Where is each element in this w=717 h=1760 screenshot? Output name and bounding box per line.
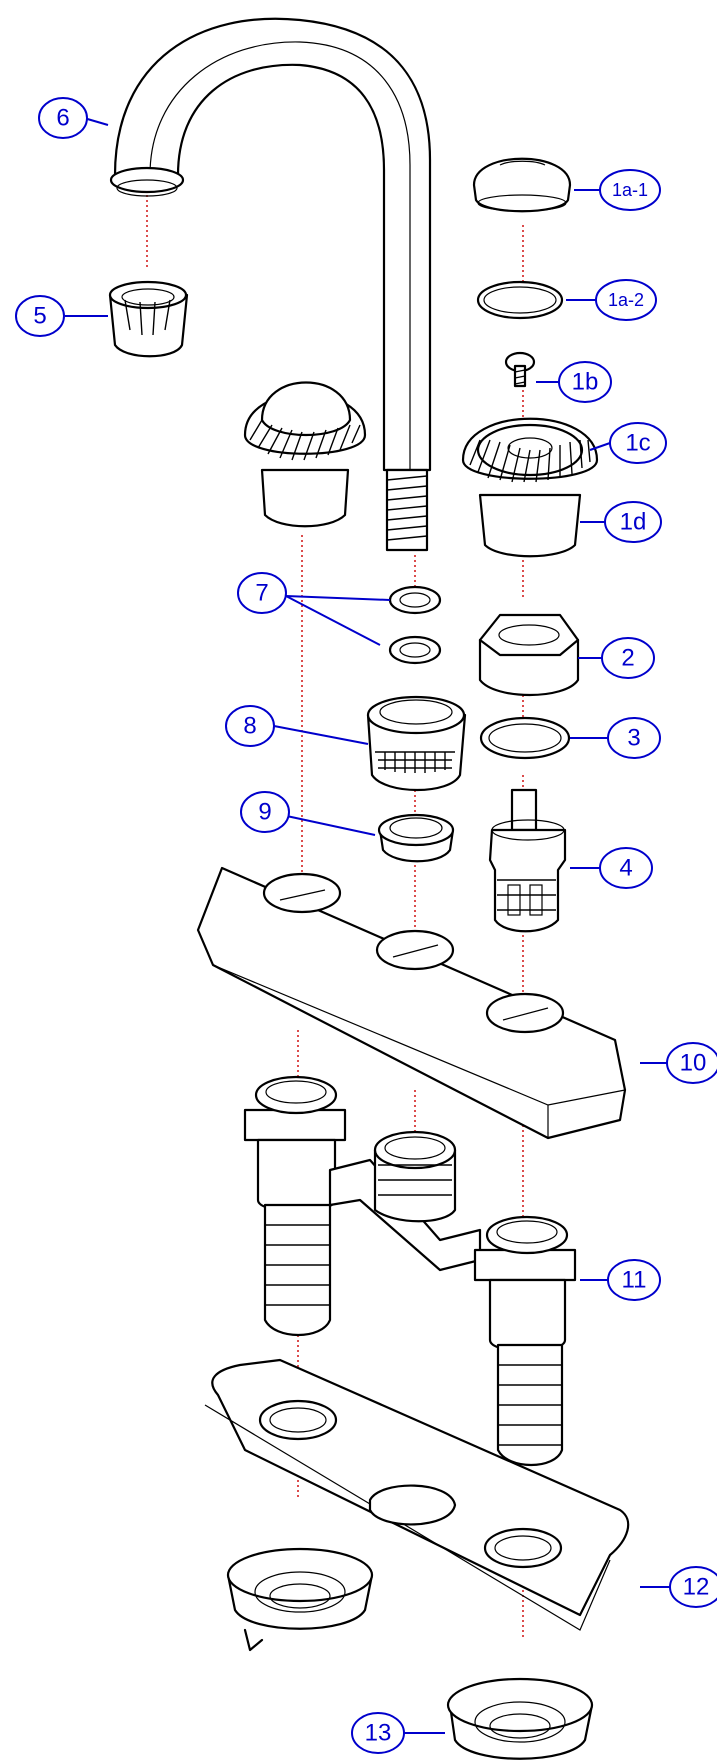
- part-11-valve-body: [243, 1075, 577, 1467]
- callout-7: 7: [237, 572, 287, 614]
- callout-7-label: 7: [255, 580, 268, 607]
- callout-1a-1: 1a-1: [599, 169, 661, 211]
- part-6-spout: [109, 17, 432, 552]
- part-13-mounting-nut-right: [446, 1677, 594, 1760]
- callout-10: 10: [666, 1042, 717, 1084]
- part-12-base-plate: [204, 1358, 630, 1631]
- part-1a-2-oring: [476, 280, 564, 320]
- part-13-mounting-nut-left: [226, 1547, 374, 1652]
- callout-6: 6: [38, 97, 88, 139]
- callout-3-label: 3: [627, 725, 640, 752]
- leader-lines: [65, 117, 672, 1734]
- part-1b-screw: [504, 351, 536, 388]
- left-handle: [243, 381, 367, 528]
- callout-5: 5: [15, 295, 65, 337]
- callout-2-label: 2: [621, 645, 634, 672]
- callout-4-label: 4: [619, 855, 632, 882]
- callout-8: 8: [225, 705, 275, 747]
- callout-1d-label: 1d: [620, 509, 647, 536]
- callout-1a-2: 1a-2: [595, 279, 657, 321]
- callout-6-label: 6: [56, 105, 69, 132]
- spout-threads: [385, 468, 429, 552]
- callout-1b: 1b: [558, 361, 612, 403]
- part-1c-1d-right-handle: [461, 417, 599, 558]
- part-2-bonnet: [478, 613, 580, 696]
- callout-9-label: 9: [258, 799, 271, 826]
- callout-10-label: 10: [680, 1050, 707, 1077]
- callout-8-label: 8: [243, 713, 256, 740]
- callout-1c-label: 1c: [625, 430, 650, 457]
- callout-4: 4: [599, 847, 653, 889]
- callout-11-label: 11: [622, 1267, 647, 1294]
- callout-13: 13: [351, 1712, 405, 1754]
- part-4-cartridge: [488, 788, 567, 933]
- callout-2: 2: [601, 637, 655, 679]
- callout-1d: 1d: [604, 501, 662, 543]
- callout-12: 12: [669, 1566, 717, 1608]
- callout-1a-1-label: 1a-1: [612, 180, 648, 200]
- callout-3: 3: [607, 717, 661, 759]
- callout-1c: 1c: [609, 422, 667, 464]
- callout-9: 9: [240, 791, 290, 833]
- callout-11: 11: [607, 1259, 661, 1301]
- callout-13-label: 13: [365, 1720, 392, 1747]
- part-9-nut: [377, 813, 455, 863]
- callout-1a-2-label: 1a-2: [608, 290, 644, 310]
- part-3-oring: [479, 716, 571, 760]
- part-10-deck-plate: [196, 866, 627, 1140]
- callout-12-label: 12: [683, 1574, 710, 1601]
- part-5-aerator: [108, 280, 189, 358]
- part-7-washers: [388, 585, 442, 665]
- part-8-spout-nut: [366, 695, 467, 791]
- callout-1b-label: 1b: [572, 369, 599, 396]
- part-1a-1-cap: [472, 157, 572, 213]
- callout-5-label: 5: [33, 303, 46, 330]
